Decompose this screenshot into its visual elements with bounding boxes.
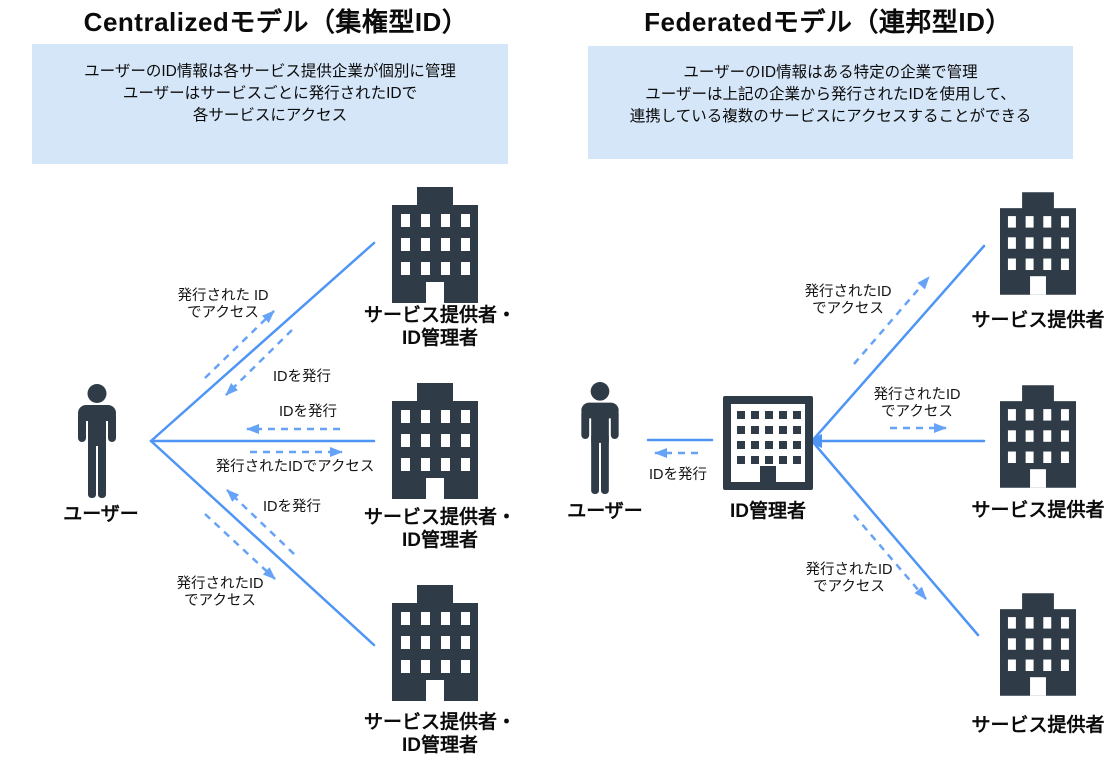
left-fan-lines <box>149 241 376 647</box>
flow-label-access: 発行されたID でアクセス <box>769 562 929 596</box>
left-info-box: ユーザーのID情報は各サービス提供企業が個別に管理 ユーザーはサービスごとに発行… <box>32 44 508 164</box>
flow-label-issue: IDを発行 <box>263 499 321 515</box>
flow-label-issue: IDを発行 <box>649 467 707 483</box>
flow-label-access: 発行されたID でアクセス <box>140 576 300 610</box>
flow-label-line: 発行されたID <box>804 284 892 300</box>
provider-label-line: ID管理者 <box>401 328 478 349</box>
info-line: 各サービスにアクセス <box>192 107 348 124</box>
right-info-box: ユーザーのID情報はある特定の企業で管理 ユーザーは上記の企業から発行されたID… <box>588 46 1073 159</box>
building-icon <box>392 585 478 701</box>
info-line: ユーザーはサービスごとに発行されたIDで <box>122 85 418 102</box>
provider-label: サービス提供者・ ID管理者 <box>340 506 540 552</box>
building-icon <box>392 383 478 499</box>
user-label: ユーザー <box>567 501 643 522</box>
left-panel-title: Centralizedモデル（集権型ID） <box>83 7 469 37</box>
provider-label: サービス提供者・ ID管理者 <box>340 304 540 350</box>
flow-label-line: 発行されたID <box>805 562 893 578</box>
building-icon <box>392 187 478 303</box>
user-icon <box>74 384 120 498</box>
provider-label-line: サービス提供者・ <box>363 305 516 326</box>
flow-label-access: 発行されたID でアクセス <box>837 387 997 421</box>
info-line: ユーザーのID情報はある特定の企業で管理 <box>683 64 978 81</box>
provider-label-line: サービス提供者・ <box>363 507 516 528</box>
flow-label-line: でアクセス <box>184 593 256 609</box>
flow-label-line: 発行されたID <box>176 576 264 592</box>
building-icon <box>1000 187 1076 300</box>
flow-label-line: 発行されたID <box>873 387 961 403</box>
flow-label-access: 発行されたID でアクセス <box>768 284 928 318</box>
flow-label-line: 発行された ID <box>177 288 269 304</box>
flow-label-line: でアクセス <box>187 305 259 321</box>
building-icon <box>1000 588 1076 701</box>
flow-label-issue: IDを発行 <box>273 369 331 385</box>
user-icon <box>577 382 623 494</box>
info-line: ユーザーは上記の企業から発行されたIDを使用して、 <box>645 86 1016 103</box>
flow-label-line: でアクセス <box>881 404 953 420</box>
provider-label-line: ID管理者 <box>401 530 478 551</box>
provider-label: サービス提供者・ ID管理者 <box>340 711 540 757</box>
info-line: ユーザーのID情報は各サービス提供企業が個別に管理 <box>84 63 456 80</box>
user-label: ユーザー <box>63 504 139 525</box>
fan-vertex-arrowhead <box>806 434 822 448</box>
provider-label: サービス提供者 <box>971 715 1104 736</box>
building-icon <box>1000 380 1076 493</box>
flow-label-line: でアクセス <box>812 301 884 317</box>
dashed-flow-arrows <box>204 276 947 600</box>
info-line: 連携している複数のサービスにアクセスすることができる <box>629 108 1032 125</box>
provider-label-line: ID管理者 <box>401 735 478 756</box>
flow-label-line: でアクセス <box>813 579 885 595</box>
flow-label-access: 発行された ID でアクセス <box>143 288 303 322</box>
provider-label: サービス提供者 <box>971 310 1104 331</box>
provider-label-line: サービス提供者・ <box>363 712 516 733</box>
right-fan-lines <box>646 244 986 637</box>
id-manager-label: ID管理者 <box>729 501 806 522</box>
flow-label-access: 発行されたIDでアクセス <box>215 459 375 475</box>
provider-label: サービス提供者 <box>971 500 1104 521</box>
flow-label-issue: IDを発行 <box>279 404 337 420</box>
right-panel-title: Federatedモデル（連邦型ID） <box>644 7 1012 37</box>
